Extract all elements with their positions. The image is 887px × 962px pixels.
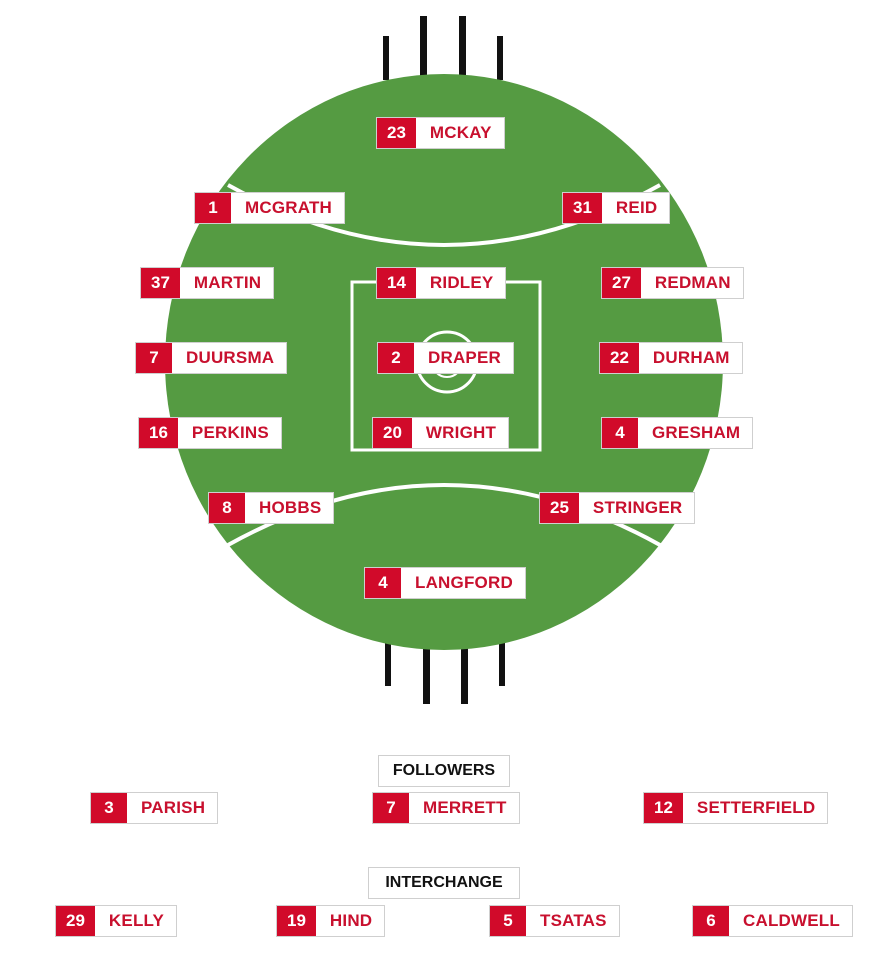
- player-number: 25: [540, 493, 579, 523]
- player-card: 23 MCKAY: [376, 117, 505, 149]
- player-card: 8 HOBBS: [208, 492, 335, 524]
- player-number: 4: [365, 568, 401, 598]
- player-number: 12: [644, 793, 683, 823]
- player-name: MCKAY: [429, 123, 492, 142]
- player-name: HIND: [329, 911, 373, 930]
- player-name: LANGFORD: [415, 573, 513, 592]
- player-name: PERKINS: [191, 423, 269, 442]
- bottom-goal-posts: [385, 640, 505, 704]
- player-card: 7 DUURSMA: [135, 342, 288, 374]
- follower-card: 12 SETTERFIELD: [643, 792, 829, 824]
- player-card: 37 MARTIN: [140, 267, 275, 299]
- player-name: PARISH: [141, 798, 206, 817]
- player-number: 2: [378, 343, 414, 373]
- player-card: 1 MCGRATH: [194, 192, 346, 224]
- player-number: 5: [490, 906, 526, 936]
- player-name: TSATAS: [540, 911, 607, 930]
- player-card: 16 PERKINS: [138, 417, 282, 449]
- player-number: 3: [91, 793, 127, 823]
- player-card: 20 WRIGHT: [372, 417, 510, 449]
- player-name: KELLY: [108, 911, 165, 930]
- interchange-card: 6 CALDWELL: [692, 905, 853, 937]
- player-name: REDMAN: [654, 273, 731, 292]
- player-number: 29: [56, 906, 95, 936]
- followers-label: FOLLOWERS: [378, 755, 510, 787]
- player-number: 19: [277, 906, 316, 936]
- player-number: 1: [195, 193, 231, 223]
- player-number: 7: [373, 793, 409, 823]
- player-number: 6: [693, 906, 729, 936]
- player-card: 14 RIDLEY: [376, 267, 507, 299]
- player-number: 16: [139, 418, 178, 448]
- interchange-card: 19 HIND: [276, 905, 386, 937]
- player-card: 31 REID: [562, 192, 671, 224]
- player-card: 4 LANGFORD: [364, 567, 526, 599]
- player-name: DURHAM: [652, 348, 730, 367]
- player-card: 22 DURHAM: [599, 342, 743, 374]
- interchange-label: INTERCHANGE: [368, 867, 520, 899]
- player-number: 23: [377, 118, 416, 148]
- player-name: HOBBS: [259, 498, 322, 517]
- interchange-card: 29 KELLY: [55, 905, 178, 937]
- player-name: WRIGHT: [425, 423, 497, 442]
- player-name: MCGRATH: [245, 198, 333, 217]
- player-name: STRINGER: [592, 498, 683, 517]
- player-name: RIDLEY: [429, 273, 494, 292]
- player-number: 22: [600, 343, 639, 373]
- player-card: 25 STRINGER: [539, 492, 696, 524]
- player-name: DUURSMA: [186, 348, 275, 367]
- player-card: 27 REDMAN: [601, 267, 744, 299]
- player-name: REID: [615, 198, 658, 217]
- player-card: 2 DRAPER: [377, 342, 514, 374]
- player-name: CALDWELL: [743, 911, 840, 930]
- player-number: 20: [373, 418, 412, 448]
- player-number: 37: [141, 268, 180, 298]
- player-number: 27: [602, 268, 641, 298]
- player-number: 4: [602, 418, 638, 448]
- player-name: DRAPER: [428, 348, 501, 367]
- player-name: GRESHAM: [652, 423, 741, 442]
- player-name: SETTERFIELD: [696, 798, 816, 817]
- player-number: 14: [377, 268, 416, 298]
- player-name: MERRETT: [423, 798, 507, 817]
- player-card: 4 GRESHAM: [601, 417, 754, 449]
- player-number: 31: [563, 193, 602, 223]
- follower-card: 3 PARISH: [90, 792, 219, 824]
- top-goal-posts: [383, 16, 503, 80]
- player-name: MARTIN: [193, 273, 262, 292]
- interchange-card: 5 TSATAS: [489, 905, 620, 937]
- player-number: 8: [209, 493, 245, 523]
- player-number: 7: [136, 343, 172, 373]
- follower-card: 7 MERRETT: [372, 792, 520, 824]
